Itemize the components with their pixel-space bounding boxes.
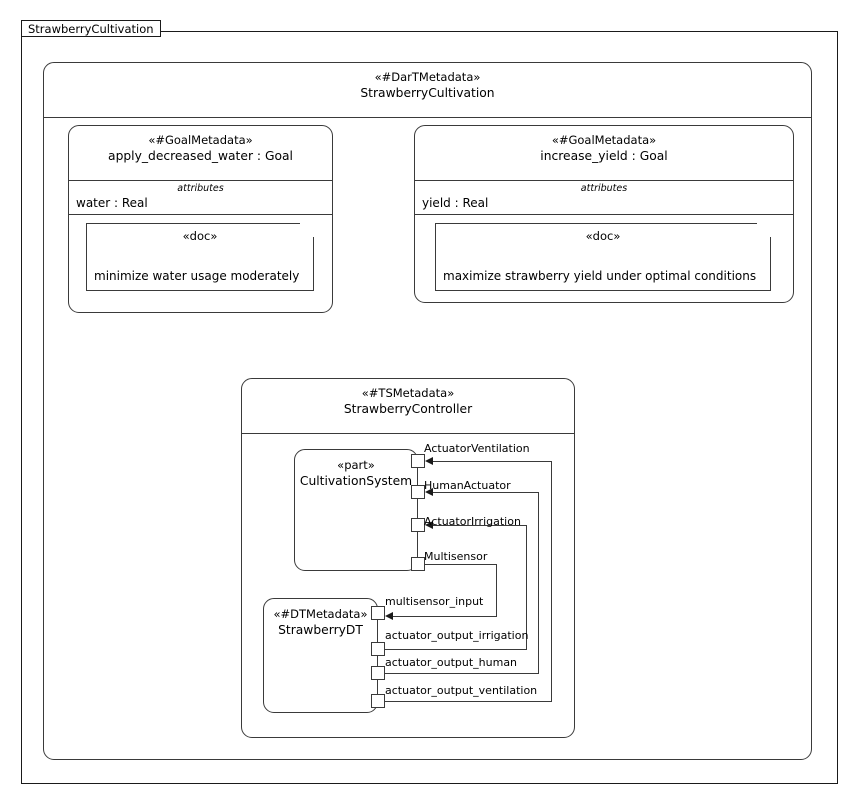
dt-stereotype: «#DTMetadata» xyxy=(273,607,368,621)
attribute-row: water : Real xyxy=(76,196,148,210)
connector-human-seg-h-bottom xyxy=(384,673,539,675)
doc-note-body xyxy=(435,223,771,291)
port-actuator-irrigation[interactable] xyxy=(411,518,425,532)
connector-multisensor-seg-v xyxy=(496,564,498,617)
part-name: CultivationSystem xyxy=(299,473,413,488)
connector-human-seg-v xyxy=(538,492,540,674)
goal-header: «#GoalMetadata» increase_yield : Goal xyxy=(415,126,793,180)
frame-label-text: StrawberryCultivation xyxy=(28,22,154,36)
part-stereotype: «part» xyxy=(337,458,375,472)
package-header-divider xyxy=(44,117,811,118)
controller-name: StrawberryController xyxy=(343,401,473,416)
dt-block-strawberry-dt[interactable]: «#DTMetadata» StrawberryDT xyxy=(263,598,378,713)
attributes-caption: attributes xyxy=(177,183,224,194)
doc-note-stereotype: «doc» xyxy=(182,229,218,243)
doc-note-apply-decreased-water[interactable]: «doc» minimize water usage moderately xyxy=(86,222,315,291)
part-header: «part» CultivationSystem xyxy=(295,450,417,489)
goal-header-divider xyxy=(415,180,793,181)
goal-stereotype: «#GoalMetadata» xyxy=(148,133,253,147)
connector-ventilation-seg-h-top xyxy=(432,461,552,463)
dt-name: StrawberryDT xyxy=(278,622,363,637)
port-multisensor-input[interactable] xyxy=(371,606,385,620)
port-human-actuator[interactable] xyxy=(411,485,425,499)
goal-header-divider xyxy=(69,180,332,181)
doc-note-text: minimize water usage moderately xyxy=(94,269,300,283)
port-label-actuator-output-ventilation: actuator_output_ventilation xyxy=(385,684,538,697)
connector-ventilation-seg-v xyxy=(551,461,553,702)
goal-header: «#GoalMetadata» apply_decreased_water : … xyxy=(69,126,332,180)
package-stereotype: «#DarTMetadata» xyxy=(374,70,481,84)
port-label-multisensor-input: multisensor_input xyxy=(385,595,484,608)
connector-multisensor-seg-h-top xyxy=(424,564,497,566)
controller-header: «#TSMetadata» StrawberryController xyxy=(242,379,574,433)
controller-stereotype: «#TSMetadata» xyxy=(361,386,455,400)
doc-note-increase-yield[interactable]: «doc» maximize strawberry yield under op… xyxy=(435,222,772,291)
port-label-human-actuator: HumanActuator xyxy=(424,479,511,492)
goal-attributes-compartment: attributes yield : Real xyxy=(415,181,793,214)
port-spine-strawberry-dt xyxy=(377,614,379,700)
port-actuator-output-irrigation[interactable] xyxy=(371,642,385,656)
package-header: «#DarTMetadata» StrawberryCultivation xyxy=(44,63,811,117)
doc-note-stereotype: «doc» xyxy=(585,229,621,243)
goal-attributes-divider xyxy=(415,214,793,215)
goal-name: increase_yield : Goal xyxy=(540,148,668,163)
attributes-caption: attributes xyxy=(580,183,628,194)
port-multisensor[interactable] xyxy=(411,557,425,571)
port-actuator-ventilation[interactable] xyxy=(411,454,425,468)
connector-irrigation-seg-h-bottom xyxy=(384,649,527,651)
doc-note-body xyxy=(86,223,314,291)
port-label-actuator-irrigation: ActuatorIrrigation xyxy=(424,515,521,528)
port-actuator-output-human[interactable] xyxy=(371,666,385,680)
connector-ventilation-seg-h-bottom xyxy=(384,701,552,703)
port-label-actuator-ventilation: ActuatorVentilation xyxy=(424,442,530,455)
connector-human-arrowhead xyxy=(425,488,433,496)
port-actuator-output-ventilation[interactable] xyxy=(371,694,385,708)
goal-stereotype: «#GoalMetadata» xyxy=(551,133,657,147)
goal-attributes-divider xyxy=(69,214,332,215)
part-block-cultivation-system[interactable]: «part» CultivationSystem xyxy=(294,449,418,571)
connector-irrigation-arrowhead xyxy=(425,521,433,529)
connector-irrigation-seg-v xyxy=(526,525,528,650)
port-spine-cultivation-system xyxy=(417,462,419,562)
frame-label-tab: StrawberryCultivation xyxy=(21,20,161,37)
controller-header-divider xyxy=(242,433,574,434)
connector-human-seg-h-top xyxy=(432,492,539,494)
dt-header: «#DTMetadata» StrawberryDT xyxy=(264,599,377,638)
goal-attributes-compartment: attributes water : Real xyxy=(69,181,332,214)
package-name: StrawberryCultivation xyxy=(360,85,495,100)
goal-name: apply_decreased_water : Goal xyxy=(108,148,293,163)
port-label-actuator-output-human: actuator_output_human xyxy=(385,656,518,669)
connector-multisensor-arrowhead xyxy=(385,612,393,620)
connector-ventilation-arrowhead xyxy=(425,457,433,465)
connector-irrigation-seg-h-top xyxy=(432,525,527,527)
port-label-actuator-output-irrigation: actuator_output_irrigation xyxy=(385,629,529,642)
attribute-row: yield : Real xyxy=(422,196,489,210)
port-label-multisensor: Multisensor xyxy=(424,550,488,563)
doc-note-text: maximize strawberry yield under optimal … xyxy=(443,269,757,283)
connector-multisensor-seg-h-bottom xyxy=(390,616,497,618)
